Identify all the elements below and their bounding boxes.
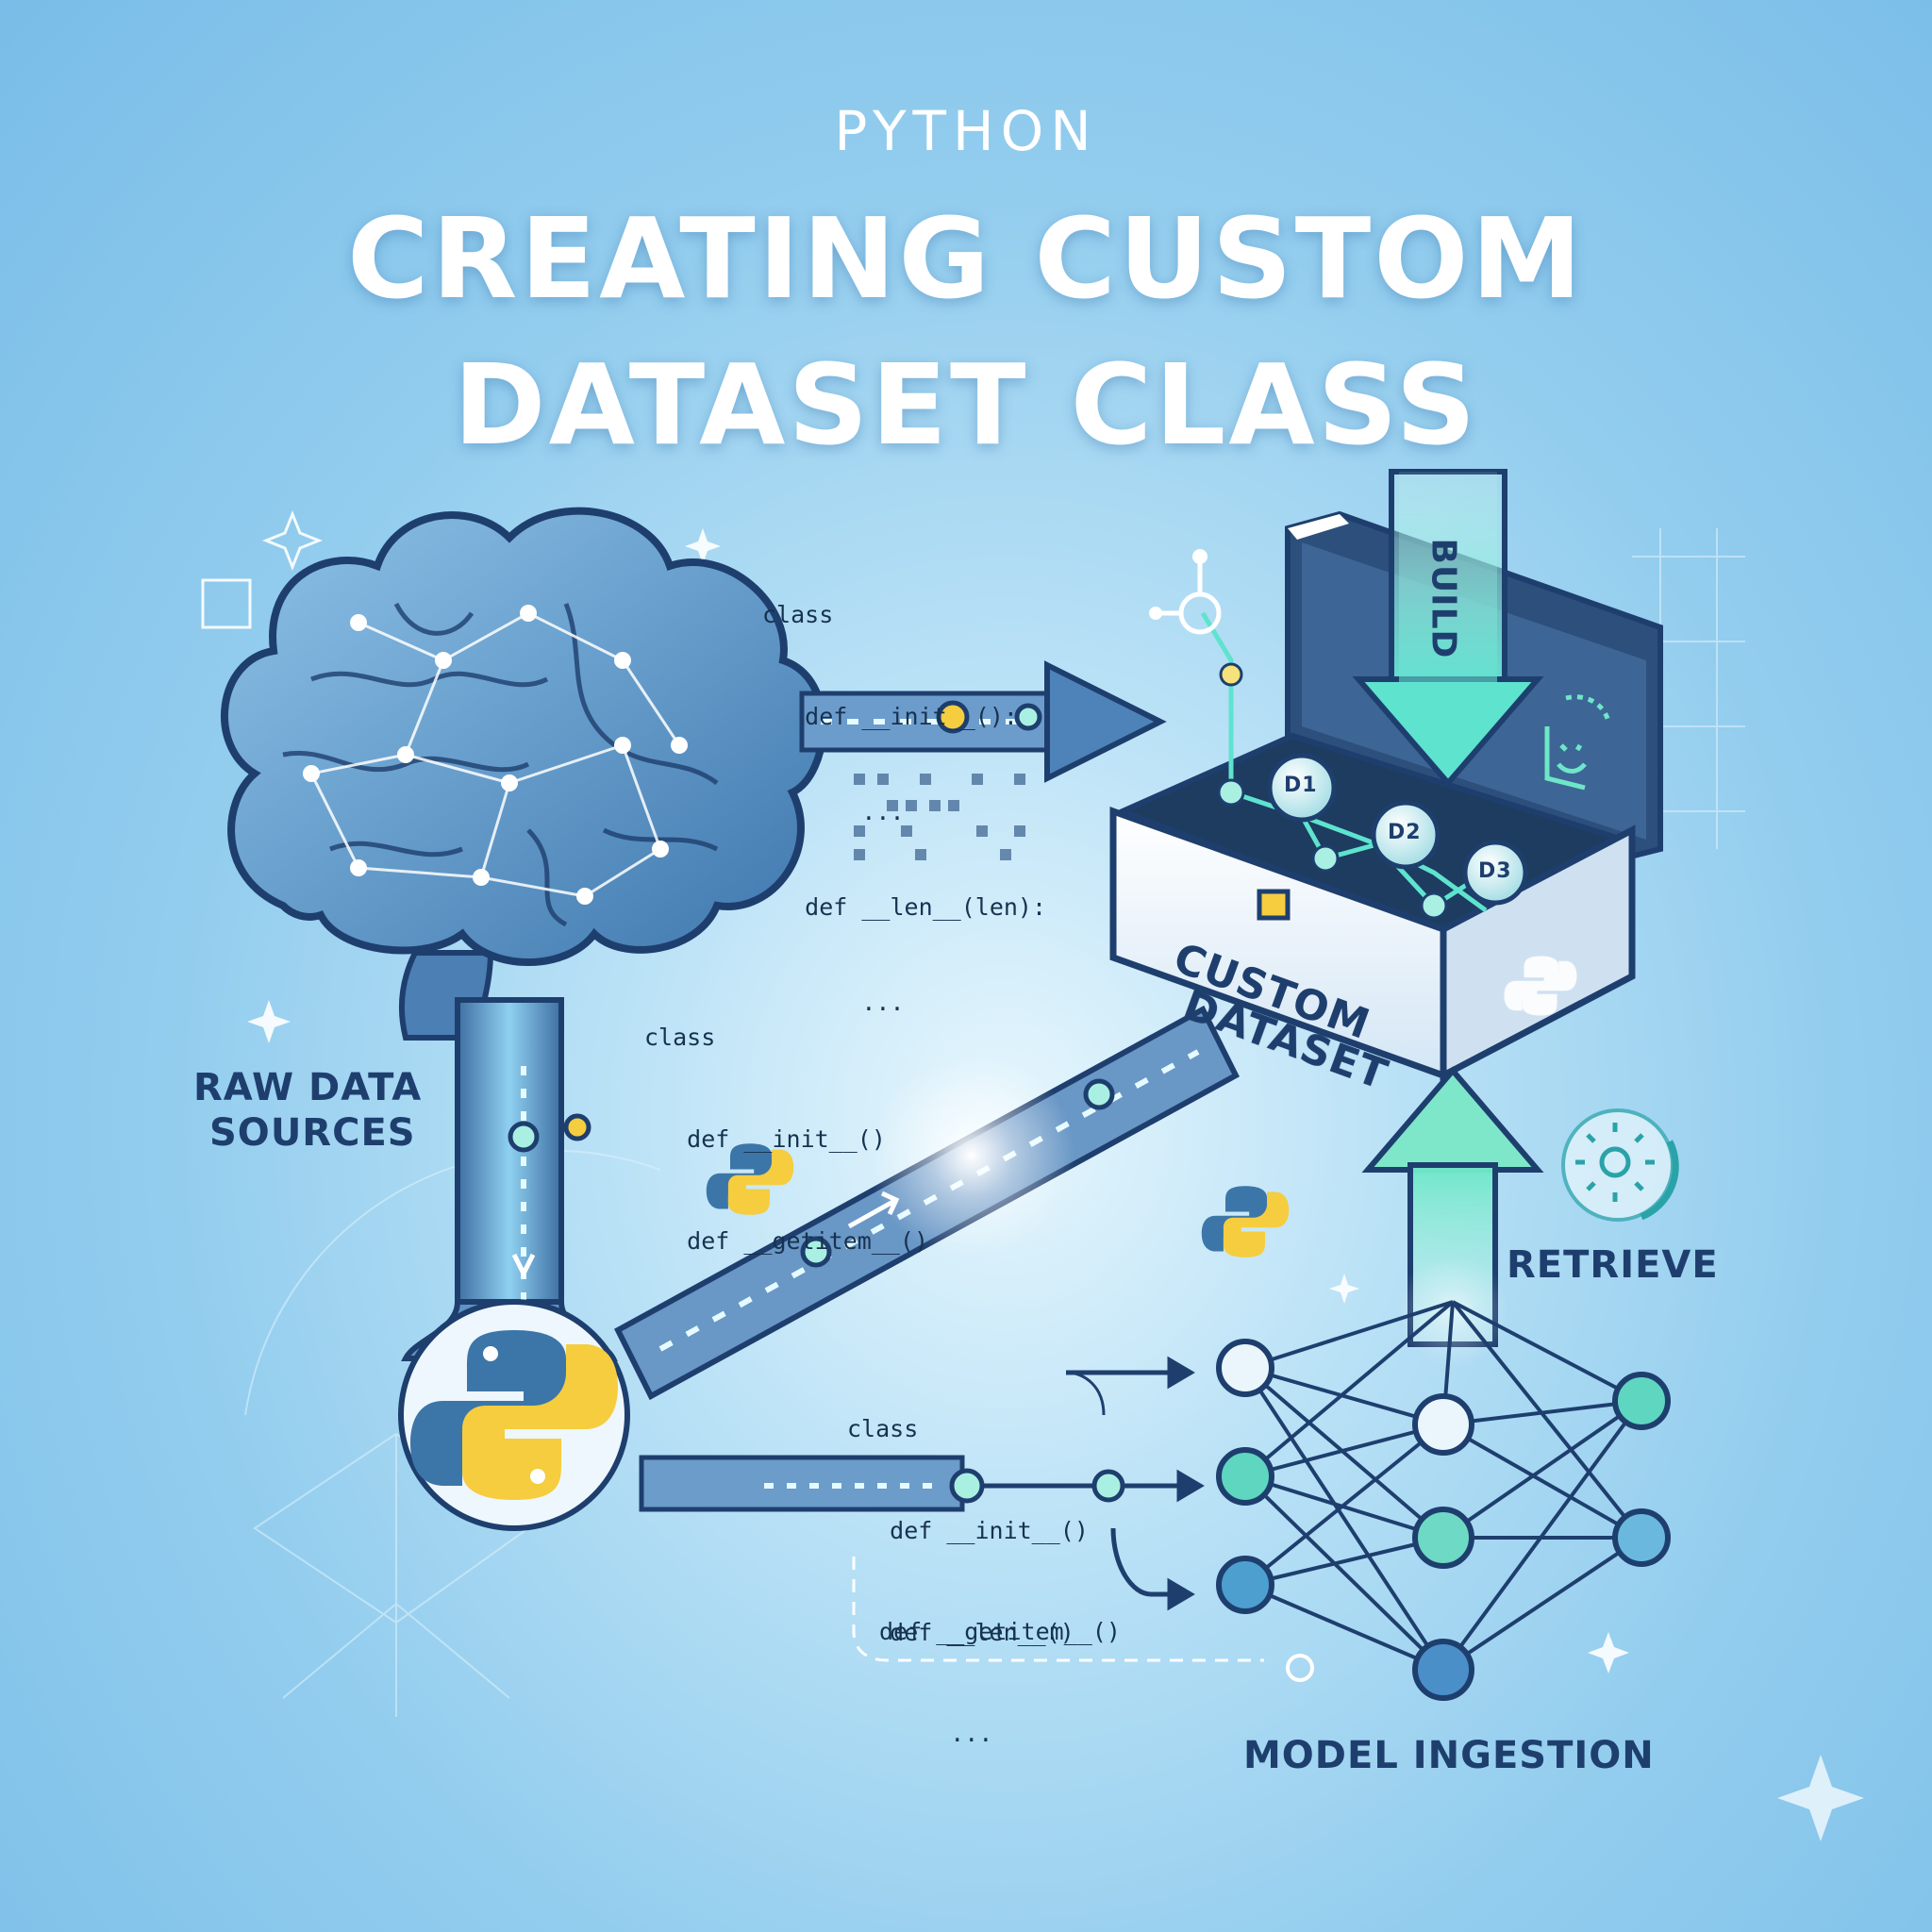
dataset-node-d2 bbox=[1371, 800, 1441, 870]
code-snippet-bottom-b: def __getitem__() ... bbox=[879, 1547, 1121, 1785]
node-d3-label: D3 bbox=[1478, 859, 1512, 883]
bottom-flow-lines bbox=[639, 1356, 1314, 1682]
diagonal-flow-pipe bbox=[614, 1005, 1240, 1401]
code-line: def __init__(): bbox=[762, 703, 1018, 730]
node-d2-label: D2 bbox=[1388, 821, 1422, 844]
page-title-line2: DATASET CLASS bbox=[453, 340, 1479, 470]
code-line: ... bbox=[762, 989, 905, 1016]
model-ingestion-label: MODEL INGESTION bbox=[1243, 1734, 1655, 1777]
neural-network-icon bbox=[1216, 1300, 1671, 1701]
code-line: def __init__() bbox=[847, 1517, 1089, 1544]
node-d1-label: D1 bbox=[1284, 774, 1318, 797]
dataset-node-d3 bbox=[1462, 840, 1528, 906]
settings-icon bbox=[1561, 1108, 1679, 1222]
sources-label: SOURCES bbox=[209, 1111, 416, 1155]
python-logo-icon-small bbox=[706, 1143, 1290, 1257]
code-line: ... bbox=[879, 1720, 993, 1747]
dataset-node-d1 bbox=[1267, 753, 1337, 823]
python-logo-icon bbox=[398, 1299, 630, 1531]
code-line: def __getitem__() bbox=[644, 1227, 929, 1255]
code-snippet-bottom-a: class def __init__() def __len__() bbox=[847, 1344, 1089, 1684]
build-arrow bbox=[1352, 469, 1544, 788]
code-line: class bbox=[644, 1024, 716, 1051]
code-line: def __getitem__() bbox=[879, 1618, 1121, 1645]
page-kicker: PYTHON bbox=[834, 99, 1098, 163]
raw-data-label: RAW DATA bbox=[193, 1066, 423, 1109]
page-title-line1: CREATING CUSTOM bbox=[347, 193, 1585, 324]
sparkle-icons bbox=[201, 509, 1864, 1841]
code-line: def __init__() bbox=[644, 1125, 886, 1153]
retrieve-label: RETRIEVE bbox=[1507, 1243, 1719, 1287]
code-line: def __len__(len): bbox=[762, 893, 1047, 921]
code-line: class bbox=[762, 601, 834, 628]
top-flow-arrow bbox=[799, 660, 1167, 860]
code-line: ... bbox=[762, 798, 905, 825]
code-snippet-top: class def __init__(): ... def __len__(le… bbox=[762, 530, 1046, 1047]
build-label: BUILD bbox=[1424, 538, 1463, 659]
brain-network-icon bbox=[221, 507, 827, 1041]
code-line: def __len__() bbox=[847, 1619, 1074, 1646]
code-line: class bbox=[847, 1415, 919, 1442]
code-snippet-middle: class def __init__() def __getitem__() bbox=[644, 953, 928, 1292]
